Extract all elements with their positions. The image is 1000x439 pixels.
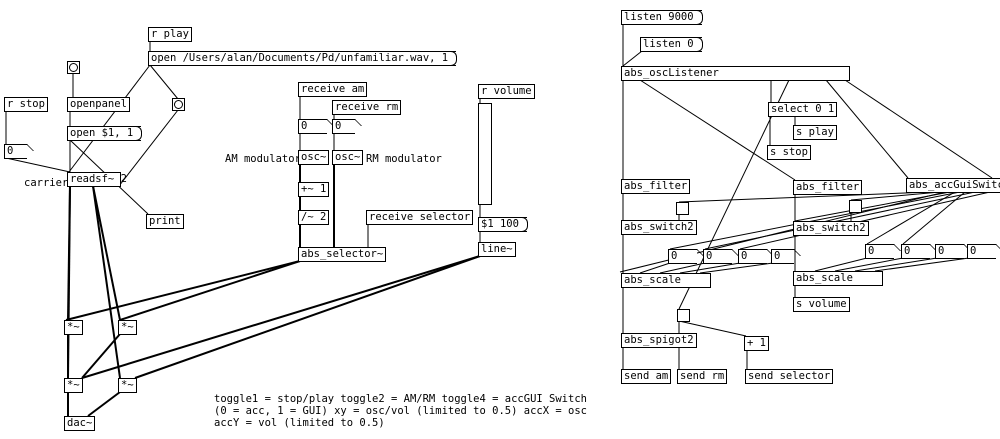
number-box[interactable]: 0 — [967, 244, 996, 259]
toggle[interactable] — [677, 309, 690, 322]
abs-scale-object[interactable]: abs_scale — [793, 271, 883, 286]
rm-modulator-label: RM modulator — [366, 153, 442, 165]
number-box[interactable]: 0 — [668, 249, 697, 264]
receive-selector-object[interactable]: receive selector — [366, 210, 474, 225]
open-file-message[interactable]: open /Users/alan/Documents/Pd/unfamiliar… — [148, 51, 458, 66]
receive-rm-object[interactable]: receive rm — [332, 100, 402, 115]
readsf-done-bang[interactable] — [172, 98, 185, 111]
number-box[interactable]: 0 — [865, 244, 894, 259]
multiply-object[interactable]: *~ — [118, 378, 137, 393]
add-signal-object[interactable]: +~ 1 — [298, 182, 330, 197]
am-number-box[interactable]: 0 — [298, 119, 327, 134]
send-rm-object[interactable]: send rm — [677, 369, 728, 384]
abs-selector-object[interactable]: abs_selector~ — [298, 247, 387, 262]
s-play-object[interactable]: s play — [793, 125, 837, 140]
dac-object[interactable]: dac~ — [64, 416, 96, 431]
readsf-object[interactable]: readsf~ 2 — [67, 172, 127, 187]
patch-comment: toggle1 = stop/play toggle2 = AM/RM togg… — [214, 393, 587, 429]
abs-filter-object[interactable]: abs_filter — [793, 180, 863, 195]
s-volume-object[interactable]: s volume — [793, 297, 850, 312]
receive-am-object[interactable]: receive am — [298, 82, 368, 97]
volume-message[interactable]: $1 100 — [478, 217, 528, 232]
rm-number-box[interactable]: 0 — [332, 119, 355, 134]
volume-vslider[interactable] — [478, 103, 492, 205]
abs-switch2-object[interactable]: abs_switch2 — [621, 220, 697, 235]
listen-0-message[interactable]: listen 0 — [640, 37, 703, 52]
number-box[interactable]: 0 — [771, 249, 794, 264]
r-stop-object[interactable]: r stop — [4, 97, 48, 112]
osc-rm-object[interactable]: osc~ — [332, 150, 364, 165]
send-selector-object[interactable]: send selector — [745, 369, 834, 384]
open-message[interactable]: open $1, 1 — [67, 126, 143, 141]
multiply-object[interactable]: *~ — [118, 320, 137, 335]
abs-switch2-object[interactable]: abs_switch2 — [793, 221, 869, 236]
number-box[interactable]: 0 — [703, 249, 732, 264]
print-object[interactable]: print — [146, 214, 184, 229]
multiply-object[interactable]: *~ — [64, 378, 83, 393]
number-box[interactable]: 0 — [935, 244, 964, 259]
select-object[interactable]: select 0 1 — [768, 102, 838, 117]
plus-one-object[interactable]: + 1 — [744, 336, 769, 351]
abs-spigot2-object[interactable]: abs_spigot2 — [621, 333, 697, 348]
r-volume-object[interactable]: r volume — [478, 84, 535, 99]
toggle[interactable] — [849, 200, 862, 213]
stop-number-box[interactable]: 0 — [4, 144, 27, 159]
listen-9000-message[interactable]: listen 9000 — [621, 10, 703, 25]
osc-am-object[interactable]: osc~ — [298, 150, 330, 165]
acc-gui-switch-object[interactable]: abs_accGuiSwitch — [906, 178, 1000, 193]
number-box[interactable]: 0 — [901, 244, 930, 259]
abs-scale-object[interactable]: abs_scale — [621, 273, 711, 288]
osc-listener-object[interactable]: abs_oscListener — [621, 66, 850, 81]
toggle[interactable] — [676, 202, 689, 215]
carrier-label: carrier — [24, 177, 69, 189]
s-stop-object[interactable]: s stop — [767, 145, 811, 160]
r-play-object[interactable]: r play — [148, 27, 192, 42]
openpanel-object[interactable]: openpanel — [67, 97, 130, 112]
openpanel-bang[interactable] — [67, 61, 80, 74]
divide-signal-object[interactable]: /~ 2 — [298, 210, 330, 225]
abs-filter-object[interactable]: abs_filter — [621, 179, 691, 194]
multiply-object[interactable]: *~ — [64, 320, 83, 335]
am-modulator-label: AM modulator — [225, 153, 301, 165]
send-am-object[interactable]: send am — [621, 369, 672, 384]
number-box[interactable]: 0 — [738, 249, 767, 264]
line-object[interactable]: line~ — [478, 242, 516, 257]
